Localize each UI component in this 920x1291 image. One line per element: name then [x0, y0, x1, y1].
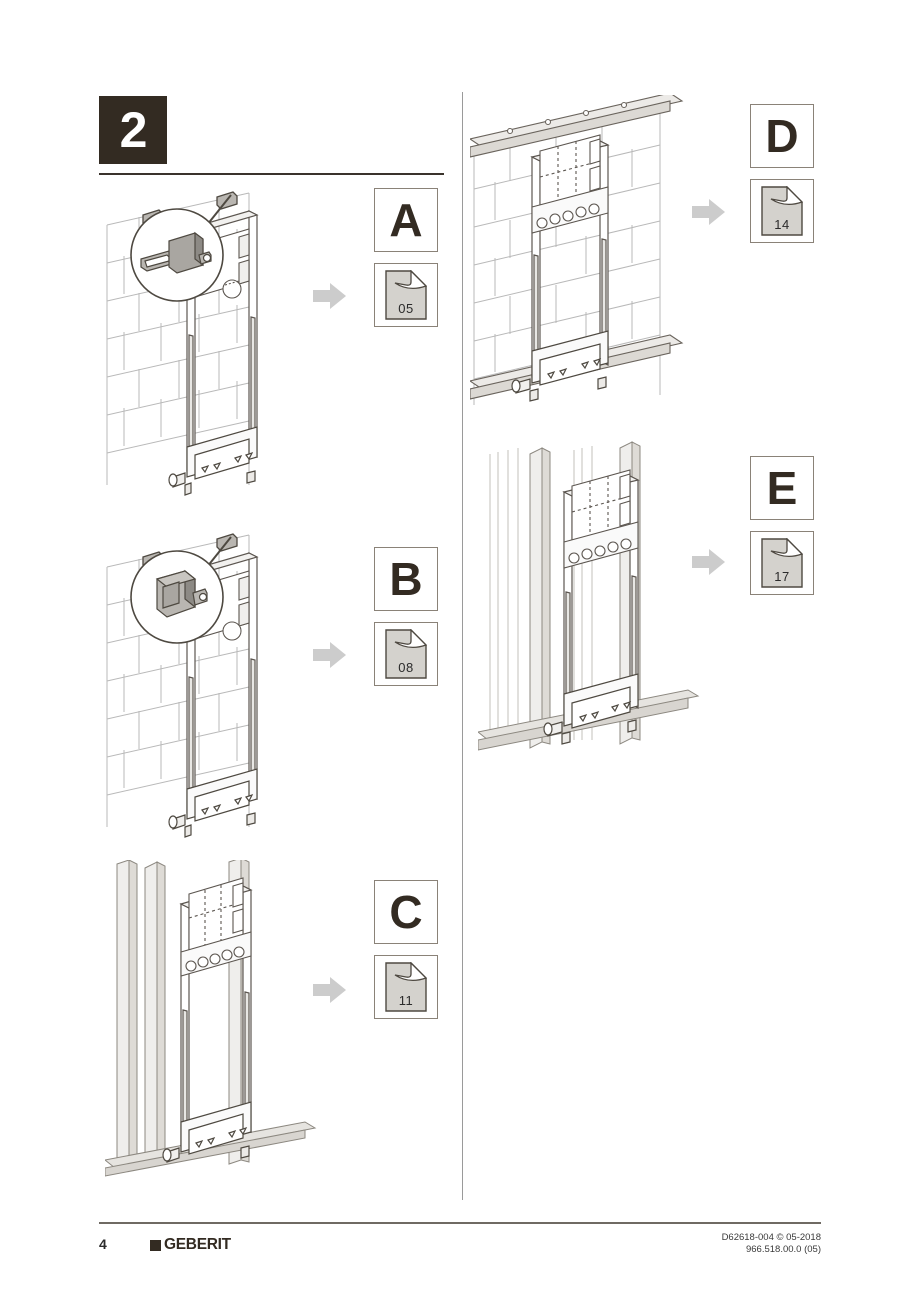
arrow-right-icon-c [313, 975, 347, 1005]
page-reference-box-e[interactable]: 17 [750, 531, 814, 595]
panel-b-illustration [99, 527, 339, 847]
footer-rule [99, 1222, 821, 1224]
frame-brick-wall-bracket-drawing [106, 191, 259, 496]
column-divider [462, 92, 463, 1200]
panel-letter-box-b: B [374, 547, 438, 611]
geberit-wordmark: GEBERIT [164, 1236, 231, 1253]
panel-a-illustration [99, 185, 339, 505]
panel-letter-box-c: C [374, 880, 438, 944]
panel-e-illustration [478, 440, 728, 780]
step-number-badge: 2 [99, 96, 167, 164]
footer-page-number: 4 [99, 1236, 107, 1252]
frame-stud-wall-rails-drawing [478, 441, 700, 751]
page-reference-box-a[interactable]: 05 [374, 263, 438, 327]
arrow-right-icon-a [313, 281, 347, 311]
panel-letter-b: B [389, 553, 423, 605]
panel-letter-d: D [765, 110, 799, 162]
page-reference-box-c[interactable]: 11 [374, 955, 438, 1019]
panel-c-illustration [105, 860, 345, 1190]
footer-doc-code: D62618-004 © 05-2018 [721, 1232, 821, 1243]
page-reference-box-b[interactable]: 08 [374, 622, 438, 686]
arrow-right-icon-b [313, 640, 347, 670]
panel-letter-e: E [766, 462, 798, 514]
panel-letter-a: A [389, 194, 423, 246]
panel-letter-box-d: D [750, 104, 814, 168]
page-document-icon-b: 08 [385, 629, 427, 679]
page-reference-number-a: 05 [398, 301, 414, 316]
page-reference-number-c: 11 [398, 993, 414, 1008]
geberit-logo: GEBERIT [150, 1236, 231, 1254]
panel-letter-box-e: E [750, 456, 814, 520]
arrow-right-icon-d [692, 197, 726, 227]
arrow-right-icon-e [692, 547, 726, 577]
panel-letter-c: C [389, 886, 423, 938]
page-reference-number-b: 08 [398, 660, 414, 675]
page-document-icon-d: 14 [761, 186, 803, 236]
panel-d-illustration [470, 95, 720, 425]
page-document-icon-c: 11 [385, 962, 427, 1012]
frame-brick-wall-fixing-block-drawing [106, 533, 259, 838]
frame-brick-wall-rails-drawing [470, 95, 684, 405]
page-document-icon-e: 17 [761, 538, 803, 588]
footer-document-codes: D62618-004 © 05-2018 966.518.00.0 (05) [722, 1232, 821, 1256]
frame-stud-wall-drawing [105, 860, 317, 1177]
footer-article-code: 966.518.00.0 (05) [745, 1244, 821, 1255]
panel-letter-box-a: A [374, 188, 438, 252]
page-reference-number-d: 14 [774, 217, 790, 232]
page-document-icon-a: 05 [385, 270, 427, 320]
page-reference-number-e: 17 [774, 569, 790, 584]
step-header-rule [99, 173, 444, 175]
page-reference-box-d[interactable]: 14 [750, 179, 814, 243]
geberit-square-mark-icon [150, 1239, 161, 1251]
